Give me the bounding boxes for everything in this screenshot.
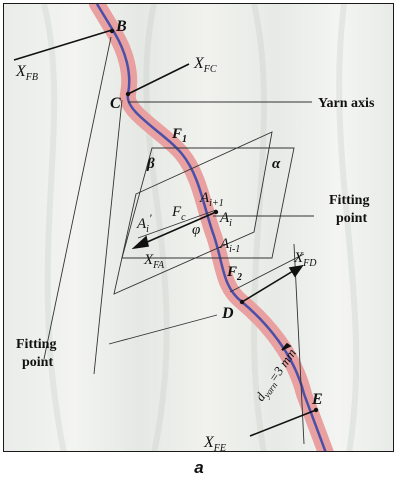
- label-yarn-axis: Yarn axis: [318, 96, 375, 111]
- label-phi: φ: [192, 222, 200, 238]
- label-E: E: [311, 391, 323, 408]
- label-beta: β: [146, 156, 155, 172]
- point-C: [125, 91, 131, 97]
- image-frame: B XFB XFC C Yarn axis F1 β α Ai+1 Ai′ Fc…: [3, 3, 394, 452]
- point-Ai: [213, 209, 219, 215]
- label-fitting-point-right-line1: Fitting: [329, 193, 369, 208]
- figure-caption: a: [194, 458, 204, 477]
- yarn-axis-line: [95, 4, 327, 451]
- label-F2: F2: [226, 264, 242, 283]
- label-A-i-prime: Ai′: [136, 211, 152, 235]
- label-F1: F1: [171, 126, 187, 145]
- line-Ai-prime-Ai: [137, 209, 217, 239]
- point-E: [313, 407, 319, 413]
- label-B: B: [115, 18, 127, 35]
- label-X-FC: XFC: [193, 55, 217, 75]
- label-A-i: Ai: [219, 210, 232, 229]
- points: [109, 28, 319, 413]
- label-D: D: [221, 305, 234, 322]
- vector-arrows: [13, 29, 317, 437]
- label-A-i-plus-1: Ai+1: [199, 190, 224, 209]
- label-C: C: [110, 95, 121, 112]
- background-fibers: [41, 4, 360, 451]
- label-F-c: Fc: [171, 204, 186, 223]
- label-alpha: α: [272, 156, 281, 172]
- plane-beta: [121, 147, 295, 259]
- reference-lines: [43, 36, 314, 445]
- diagram-canvas: B XFB XFC C Yarn axis F1 β α Ai+1 Ai′ Fc…: [13, 4, 375, 452]
- point-B: [109, 28, 115, 34]
- point-D: [239, 299, 245, 305]
- label-fitting-point-left-line1: Fitting: [16, 337, 56, 352]
- label-fitting-point-right-line2: point: [336, 211, 367, 226]
- label-X-FB: XFB: [15, 63, 38, 83]
- label-fitting-point-left-line2: point: [22, 355, 53, 370]
- label-X-FD: XFD: [293, 250, 317, 269]
- label-X-FA: XFA: [143, 252, 165, 271]
- plane-alpha: [113, 131, 273, 295]
- label-X-FE: XFE: [203, 434, 226, 452]
- label-A-i-minus-1: Ai-1: [219, 236, 240, 255]
